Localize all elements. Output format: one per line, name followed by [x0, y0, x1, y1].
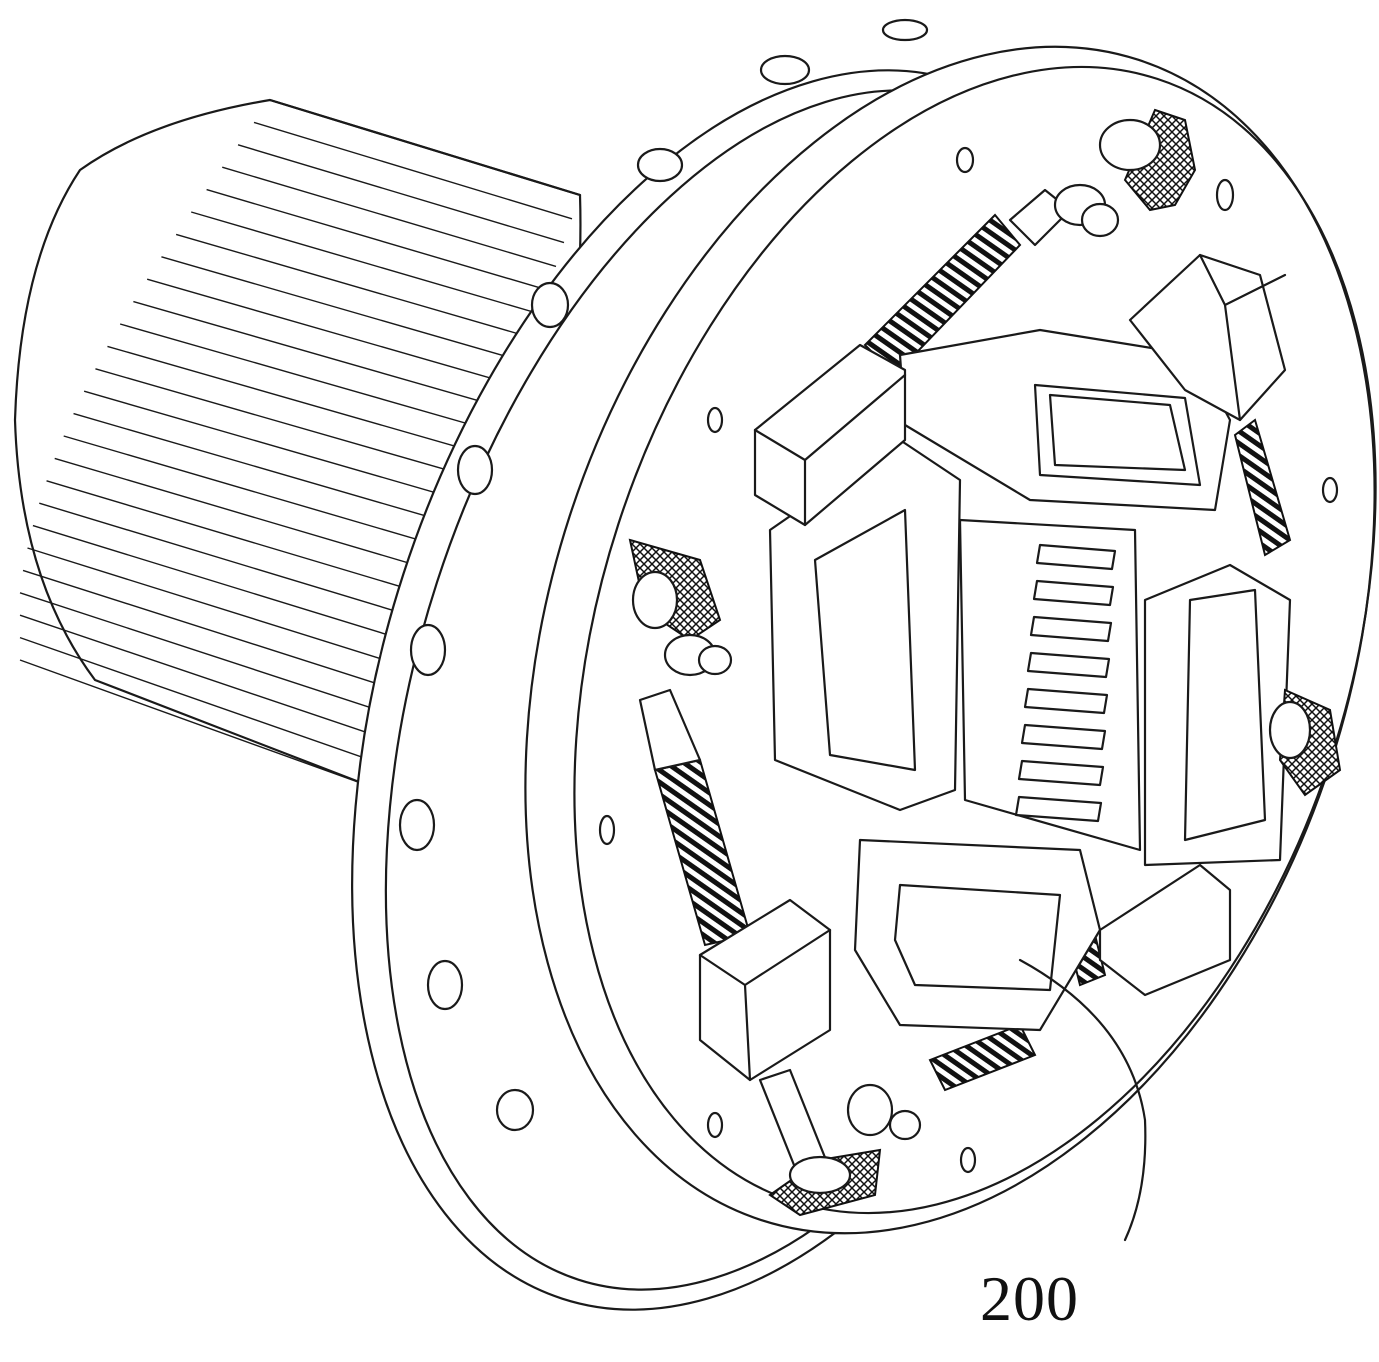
- gears: [628, 108, 1342, 1217]
- housing-rib: [269, 99, 581, 196]
- jaw-slot: [1029, 615, 1113, 643]
- housing-rib: [73, 412, 469, 529]
- housing-rib: [63, 435, 461, 553]
- housing-rib: [119, 323, 501, 434]
- housing-rib: [146, 278, 517, 387]
- jaw-slot: [1035, 543, 1117, 571]
- housing-rib: [175, 233, 533, 339]
- housing-rib: [32, 524, 429, 648]
- housing-rib: [161, 256, 525, 363]
- slider-blocks: [698, 253, 1287, 1082]
- housing-rib: [46, 480, 445, 601]
- housing-rib: [191, 211, 541, 315]
- housing-rib: [39, 502, 437, 625]
- jaw-slot: [1020, 723, 1107, 751]
- bolt-holes: [398, 18, 929, 1132]
- housing-rib: [107, 345, 493, 458]
- housing-rib: [19, 636, 389, 767]
- jaw-slot: [1026, 651, 1111, 679]
- housing-rib: [19, 592, 405, 720]
- jaw-slot: [1017, 759, 1105, 787]
- jaw-slot: [1032, 579, 1115, 607]
- housing-rib: [237, 144, 565, 244]
- housing-rib: [83, 390, 477, 506]
- housing-rib: [19, 614, 397, 744]
- jaw-slot: [1023, 687, 1109, 715]
- housing-rib: [133, 300, 509, 410]
- jaw-assembly: [768, 328, 1292, 1032]
- housing-rib: [27, 547, 421, 672]
- housing-rib: [222, 166, 557, 268]
- face-holes: [598, 146, 1339, 1174]
- housing-rib: [95, 368, 485, 482]
- housing-rib: [54, 457, 453, 577]
- housing-rib: [19, 659, 381, 791]
- housing-rib: [253, 121, 573, 220]
- housing-rib: [22, 569, 413, 696]
- leader-line: [1018, 958, 1147, 1242]
- jaw-slot: [1014, 795, 1103, 823]
- reference-numeral: 200: [980, 1263, 1079, 1334]
- housing-rib: [206, 188, 549, 291]
